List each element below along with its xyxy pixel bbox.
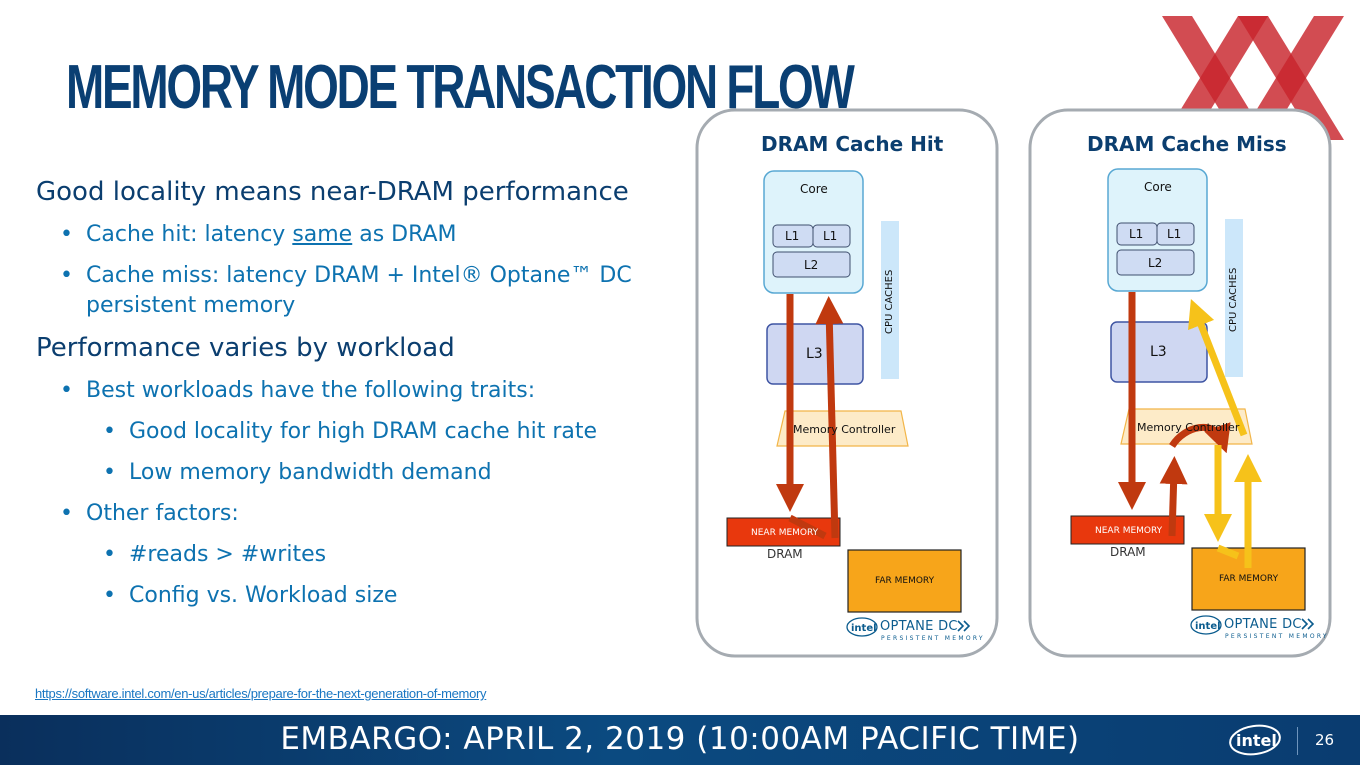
cache-miss-panel: intel (1028, 108, 1332, 658)
bullet-other-factors: Other factors: (36, 499, 696, 529)
miss-optane-sub: PERSISTENT MEMORY (1225, 633, 1329, 640)
page-number: 26 (1315, 731, 1335, 749)
bullet-reads-writes: #reads > #writes (36, 540, 696, 570)
hit-optane-sub: PERSISTENT MEMORY (881, 635, 985, 642)
diagram-graphics: intel intel (695, 108, 1332, 658)
miss-optane-name: OPTANE DC (1224, 617, 1302, 632)
miss-l1b-label: L1 (1167, 227, 1182, 241)
intel-logo-icon: intel (1228, 723, 1284, 761)
embargo-text: EMBARGO: APRIL 2, 2019 (10:00AM PACIFIC … (280, 721, 1080, 757)
hit-panel-title: DRAM Cache Hit (761, 132, 944, 156)
miss-l3-label: L3 (1150, 344, 1167, 360)
miss-dram-label: DRAM (1110, 545, 1146, 559)
miss-far-memory-label: FAR MEMORY (1219, 574, 1279, 584)
hit-mem-ctrl-label: Memory Controller (793, 423, 896, 436)
intel-logo-text: intel (1236, 731, 1277, 750)
bullet-locality: Good locality means near-DRAM performanc… (36, 177, 629, 207)
hit-l2-label: L2 (804, 258, 819, 272)
bullet-good-locality: Good locality for high DRAM cache hit ra… (36, 417, 696, 447)
hit-far-memory-label: FAR MEMORY (875, 576, 935, 586)
hit-core-label: Core (800, 182, 828, 196)
bullet-best-workloads: Best workloads have the following traits… (36, 376, 696, 406)
miss-l1a-label: L1 (1129, 227, 1144, 241)
hit-dram-label: DRAM (767, 547, 803, 561)
miss-core-label: Core (1144, 180, 1172, 194)
miss-panel-title: DRAM Cache Miss (1087, 132, 1287, 156)
hit-l1b-label: L1 (823, 229, 838, 243)
bullet-low-bandwidth: Low memory bandwidth demand (36, 458, 696, 488)
bullet-list: Good locality means near-DRAM performanc… (36, 176, 696, 622)
bullet-config: Config vs. Workload size (36, 581, 696, 611)
hit-l3-label: L3 (806, 346, 823, 362)
underline-same: same (292, 222, 353, 247)
bullet-performance: Performance varies by workload (36, 333, 455, 363)
svg-text:intel: intel (851, 623, 877, 634)
hit-cpu-caches-label: CPU CACHES (884, 269, 895, 334)
bullet-cache-hit: Cache hit: latency same as DRAM (36, 220, 696, 250)
bullet-cache-miss: Cache miss: latency DRAM + Intel® Optane… (36, 261, 636, 321)
hit-optane-name: OPTANE DC (880, 619, 958, 634)
footer-bar: EMBARGO: APRIL 2, 2019 (10:00AM PACIFIC … (0, 715, 1360, 765)
svg-text:intel: intel (1195, 621, 1221, 632)
miss-l2-label: L2 (1148, 256, 1163, 270)
hit-l1a-label: L1 (785, 229, 800, 243)
reference-link[interactable]: https://software.intel.com/en-us/article… (35, 686, 487, 701)
cache-hit-panel: intel (695, 108, 999, 658)
hit-near-memory-label: NEAR MEMORY (751, 528, 819, 538)
miss-near-memory-label: NEAR MEMORY (1095, 526, 1163, 536)
footer-separator (1297, 727, 1298, 755)
miss-cpu-caches-label: CPU CACHES (1228, 267, 1239, 332)
miss-mem-ctrl-label: Memory Controller (1137, 421, 1240, 434)
